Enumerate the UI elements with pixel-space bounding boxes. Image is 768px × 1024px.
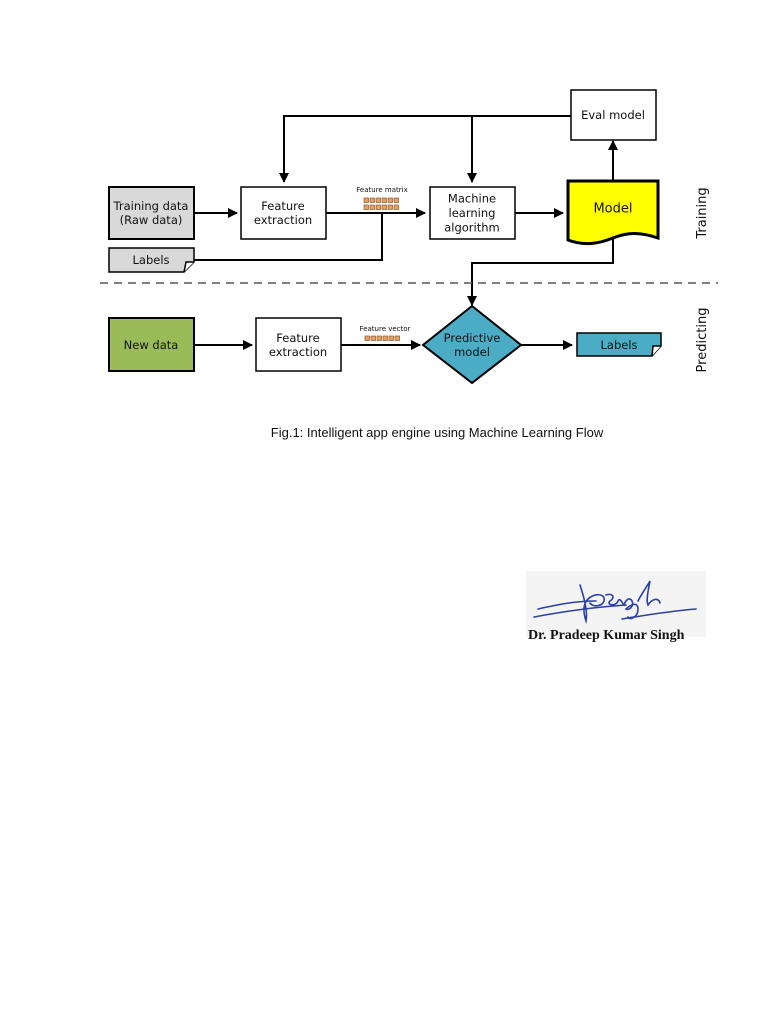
feature-cell bbox=[375, 204, 381, 210]
connectors bbox=[190, 115, 618, 350]
feature-cell bbox=[393, 204, 399, 210]
feature-vector-label: Feature vector bbox=[360, 325, 411, 333]
figure-caption: Fig.1: Intelligent app engine using Mach… bbox=[270, 425, 604, 440]
feature-cell bbox=[394, 335, 400, 341]
feature-cell bbox=[388, 335, 394, 341]
feature-cell bbox=[375, 197, 381, 203]
feature-cell bbox=[381, 197, 387, 203]
model-label: Model bbox=[593, 202, 632, 217]
edge-model-to-predictive-model bbox=[467, 238, 614, 306]
feature-matrix-label: Feature matrix bbox=[356, 186, 408, 194]
edge-eval-to-feature-extraction bbox=[279, 115, 571, 183]
labels-input-label: Labels bbox=[132, 253, 169, 267]
signature-image bbox=[526, 571, 706, 637]
eval-model-label: Eval model bbox=[581, 108, 645, 122]
labels-input-node: Labels bbox=[108, 247, 195, 273]
feature-cell bbox=[363, 197, 369, 203]
feature-cell bbox=[369, 197, 375, 203]
labels-output-label: Labels bbox=[600, 338, 637, 352]
feature-cell bbox=[364, 335, 370, 341]
model-node: Model bbox=[566, 179, 660, 246]
training-data-label: Training data(Raw data) bbox=[113, 199, 189, 227]
feature-vector-annotation: Feature vector bbox=[360, 325, 411, 341]
edge-labels-to-algorithm bbox=[190, 213, 383, 261]
feature-cell bbox=[369, 204, 375, 210]
feature-matrix-grid bbox=[363, 197, 399, 210]
signature-name: Dr. Pradeep Kumar Singh bbox=[528, 628, 685, 643]
feature-cell bbox=[387, 197, 393, 203]
feature-cell bbox=[376, 335, 382, 341]
feature-cell bbox=[370, 335, 376, 341]
feature-vector-row bbox=[364, 335, 400, 341]
feature-cell bbox=[382, 335, 388, 341]
training-data-node: Training data(Raw data) bbox=[108, 186, 195, 240]
feature-cell bbox=[393, 197, 399, 203]
new-data-label: New data bbox=[124, 338, 179, 352]
feature-cell bbox=[381, 204, 387, 210]
labels-output-node: Labels bbox=[576, 332, 662, 357]
eval-model-node: Eval model bbox=[570, 89, 657, 141]
feature-matrix-annotation: Feature matrix bbox=[356, 186, 408, 210]
phase-label-predicting: Predicting bbox=[695, 308, 710, 373]
new-data-node: New data bbox=[108, 317, 195, 372]
phase-label-training: Training bbox=[695, 187, 710, 239]
feature-cell bbox=[363, 204, 369, 210]
feature-cell bbox=[387, 204, 393, 210]
